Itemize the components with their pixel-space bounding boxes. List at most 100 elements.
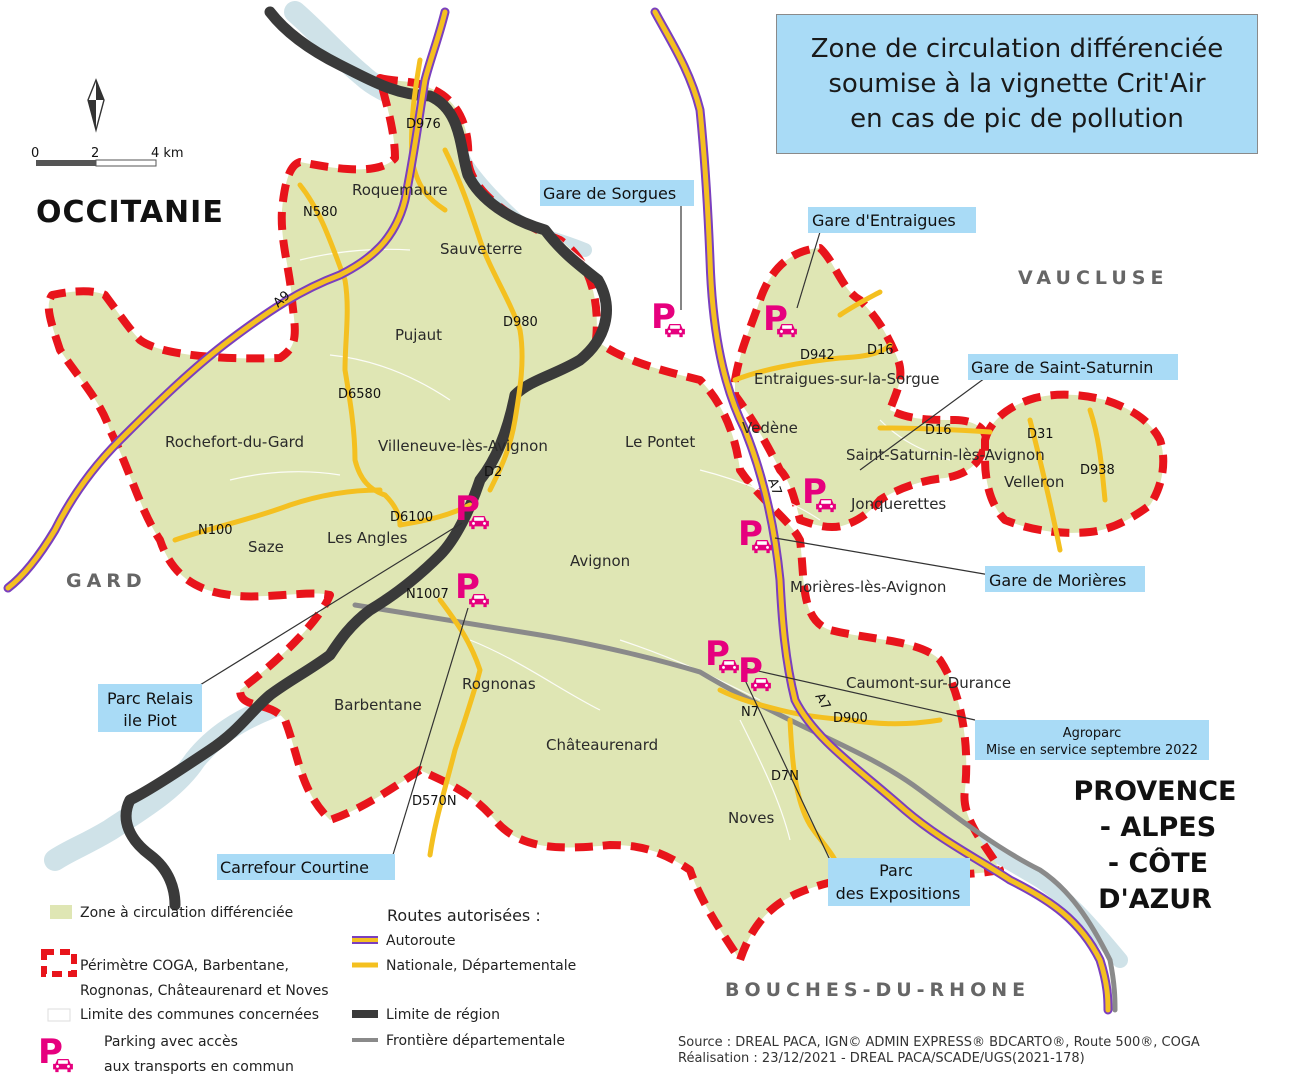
callout-piot-line1: Parc Relais	[107, 689, 193, 708]
label-chateaurenard: Châteaurenard	[546, 736, 658, 754]
road-d976: D976	[406, 117, 441, 132]
label-morieres: Morières-lès-Avignon	[790, 578, 946, 596]
label-noves: Noves	[728, 809, 775, 827]
scale-bar: 0 2 4 km	[31, 146, 184, 167]
zone-polygons	[44, 74, 1168, 964]
region-paca-1: PROVENCE	[1073, 776, 1236, 807]
parking-sorgues-icon: P	[651, 297, 685, 338]
parking-agroparc-icon: P	[705, 634, 739, 674]
label-saint-saturnin: Saint-Saturnin-lès-Avignon	[846, 446, 1045, 464]
label-les-angles: Les Angles	[327, 529, 408, 547]
label-rochefort: Rochefort-du-Gard	[165, 433, 304, 451]
map-title: Zone de circulation différenciée soumise…	[776, 14, 1258, 154]
source-line-1: Source : DREAL PACA, IGN© ADMIN EXPRESS®…	[678, 1035, 1200, 1050]
label-roquemaure: Roquemaure	[352, 181, 448, 199]
parking-piot-icon: P	[455, 489, 489, 530]
road-d570n: D570N	[412, 794, 457, 809]
callout-expositions-line2: des Expositions	[836, 884, 961, 903]
legend-perimetre-1: Périmètre COGA, Barbentane,	[80, 958, 289, 974]
road-d31: D31	[1027, 427, 1054, 442]
road-n580: N580	[303, 205, 338, 220]
region-occitanie: OCCITANIE	[36, 195, 224, 230]
road-d16a: D16	[867, 343, 894, 358]
label-entraigues: Entraigues-sur-la-Sorgue	[754, 370, 939, 388]
dept-vaucluse: VAUCLUSE	[1018, 267, 1168, 289]
callouts: Gare de Sorgues Gare d'Entraigues Gare d…	[98, 180, 1209, 906]
dept-gard: GARD	[66, 570, 147, 592]
scale-label-2: 2	[91, 146, 99, 161]
legend-parking-2: aux transports en commun	[104, 1059, 294, 1075]
parking-morieres-icon: P	[738, 514, 772, 554]
label-pujaut: Pujaut	[395, 326, 442, 344]
road-d16b: D16	[925, 423, 952, 438]
label-velleron: Velleron	[1004, 473, 1064, 491]
legend-routes-title: Routes autorisées :	[387, 906, 541, 925]
callout-agroparc-line2: Mise en service septembre 2022	[986, 743, 1198, 758]
callout-piot-line2: ile Piot	[123, 711, 177, 730]
road-d6100: D6100	[390, 510, 433, 525]
region-paca-3: - CÔTE	[1108, 847, 1208, 879]
callout-entraigues: Gare d'Entraigues	[812, 211, 956, 230]
north-arrow-icon	[87, 78, 105, 133]
title-line-1: Zone de circulation différenciée	[810, 33, 1224, 64]
label-caumont: Caumont-sur-Durance	[846, 674, 1011, 692]
region-labels: OCCITANIE PROVENCE - ALPES - CÔTE D'AZUR…	[36, 195, 1237, 1001]
legend-limite-communes: Limite des communes concernées	[80, 1007, 319, 1023]
road-d7n: D7N	[771, 769, 799, 784]
legend-frontiere: Frontière départementale	[386, 1033, 565, 1049]
road-n1007: N1007	[406, 587, 449, 602]
parking-markers: P P P P P P P P	[455, 297, 836, 692]
label-rognonas: Rognonas	[462, 675, 536, 693]
commune-labels: Roquemaure Sauveterre Pujaut Villeneuve-…	[165, 181, 1064, 827]
callout-saint-saturnin: Gare de Saint-Saturnin	[971, 358, 1153, 377]
scale-label-4: 4 km	[151, 146, 184, 161]
region-paca-2: - ALPES	[1100, 812, 1216, 843]
zone-main	[44, 74, 1004, 964]
callout-morieres: Gare de Morières	[989, 571, 1126, 590]
label-villeneuve: Villeneuve-lès-Avignon	[378, 437, 548, 455]
dept-bdr: BOUCHES-DU-RHONE	[725, 979, 1030, 1001]
legend-nationale: Nationale, Départementale	[386, 958, 576, 974]
road-n7: N7	[741, 705, 759, 720]
zone-velleron	[981, 390, 1168, 537]
legend-zone: Zone à circulation différenciée	[80, 905, 293, 921]
motorways	[3, 7, 1113, 1015]
road-n100: N100	[198, 523, 233, 538]
region-border	[120, 6, 612, 911]
legend-perimetre-2: Rognonas, Châteaurenard et Noves	[80, 983, 329, 999]
scale-label-0: 0	[31, 146, 39, 161]
legend: Zone à circulation différenciée Périmètr…	[38, 905, 576, 1075]
source-credits: Source : DREAL PACA, IGN© ADMIN EXPRESS®…	[678, 1035, 1200, 1066]
road-a7b: A7	[812, 691, 834, 713]
parking-saint-saturnin-icon: P	[802, 472, 836, 513]
callout-sorgues: Gare de Sorgues	[543, 184, 676, 203]
parking-courtine-icon: P	[455, 567, 489, 608]
legend-parking-1: Parking avec accès	[104, 1034, 238, 1050]
label-sauveterre: Sauveterre	[440, 240, 522, 258]
road-labels: D976 N580 A9 D980 D6580 D2 D6100 N100 N1…	[198, 117, 1115, 809]
title-line-3: en cas de pic de pollution	[850, 103, 1184, 134]
road-d2: D2	[484, 465, 502, 480]
road-d6580: D6580	[338, 387, 381, 402]
label-barbentane: Barbentane	[334, 696, 422, 714]
zone-entraigues-2	[731, 244, 990, 532]
road-d900: D900	[833, 711, 868, 726]
callout-agroparc-line1: Agroparc	[1063, 726, 1122, 741]
label-le-pontet: Le Pontet	[625, 433, 695, 451]
callout-expositions-line1: Parc	[879, 861, 913, 880]
parking-expositions-icon: P	[738, 651, 771, 692]
road-d938: D938	[1080, 463, 1115, 478]
label-avignon: Avignon	[570, 552, 630, 570]
road-d980: D980	[503, 315, 538, 330]
label-jonquerettes: Jonquerettes	[850, 495, 946, 513]
road-a7a: A7	[764, 476, 784, 497]
parking-entraigues-icon: P	[763, 299, 797, 339]
label-saze: Saze	[248, 538, 284, 556]
label-vedene: Vedène	[742, 419, 798, 437]
legend-limite-region: Limite de région	[386, 1007, 500, 1023]
legend-autoroute: Autoroute	[386, 933, 456, 949]
callout-lines	[199, 205, 991, 861]
region-paca-4: D'AZUR	[1098, 884, 1212, 915]
title-line-2: soumise à la vignette Crit'Air	[828, 68, 1206, 99]
